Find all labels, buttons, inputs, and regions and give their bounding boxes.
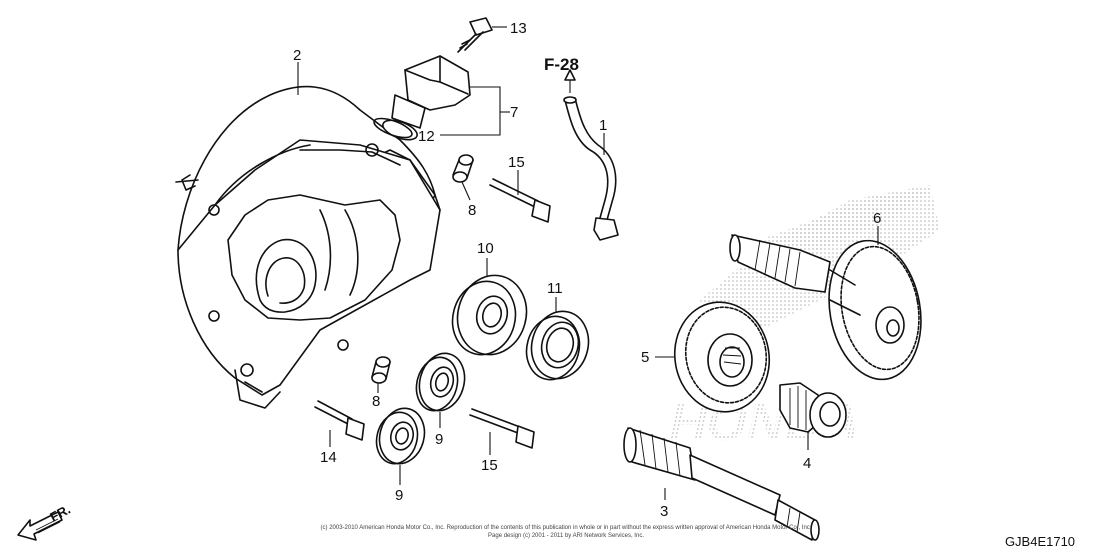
bolt-14 [314, 400, 365, 441]
o-ring-12 [373, 117, 413, 139]
arrow-up-icon [564, 69, 576, 81]
callout-2: 2 [293, 47, 301, 64]
bearing-9-upper [415, 352, 466, 412]
callout-10: 10 [477, 240, 494, 257]
shaft-3 [623, 427, 820, 541]
callout-9b: 9 [395, 487, 403, 504]
callout-8b: 8 [372, 393, 380, 410]
reference-label: F-28 [544, 55, 579, 74]
dowel-pin-8-top [452, 154, 474, 183]
copyright-line-1: (c) 2003-2010 American Honda Motor Co., … [321, 525, 812, 531]
gear-4 [779, 382, 847, 438]
dowel-pin-8-bottom [371, 356, 391, 384]
copyright-line-2: Page design (c) 2001 - 2011 by ARI Netwo… [488, 533, 644, 539]
callout-4: 4 [803, 455, 811, 472]
callout-9a: 9 [435, 431, 443, 448]
bolt-13 [457, 17, 493, 53]
leader-7 [440, 86, 501, 136]
callout-11: 11 [547, 280, 563, 297]
breather-tube-1 [563, 96, 619, 241]
crankcase-cover [175, 85, 441, 409]
shaft-gear-6 [729, 234, 922, 381]
callout-5: 5 [641, 349, 649, 366]
callout-15b: 15 [481, 457, 498, 474]
callout-6: 6 [873, 210, 881, 227]
bolt-15-bottom [469, 408, 535, 449]
callout-13: 13 [510, 20, 527, 37]
callout-8a: 8 [468, 202, 476, 219]
bearing-10 [451, 274, 528, 356]
callout-15a: 15 [508, 154, 525, 171]
callout-14: 14 [320, 449, 337, 466]
callout-3: 3 [660, 503, 668, 520]
bolt-15-top [489, 178, 551, 223]
callout-7: 7 [510, 104, 518, 121]
callout-12: 12 [418, 128, 435, 145]
sensor-7 [382, 55, 471, 141]
bearing-9-lower [375, 407, 426, 465]
leader-8a [461, 181, 471, 201]
diagram-code: GJB4E1710 [1005, 534, 1075, 549]
oil-seal-11 [525, 310, 590, 381]
callout-1: 1 [599, 117, 607, 134]
gear-5 [673, 301, 771, 413]
front-arrow-icon [17, 511, 63, 541]
